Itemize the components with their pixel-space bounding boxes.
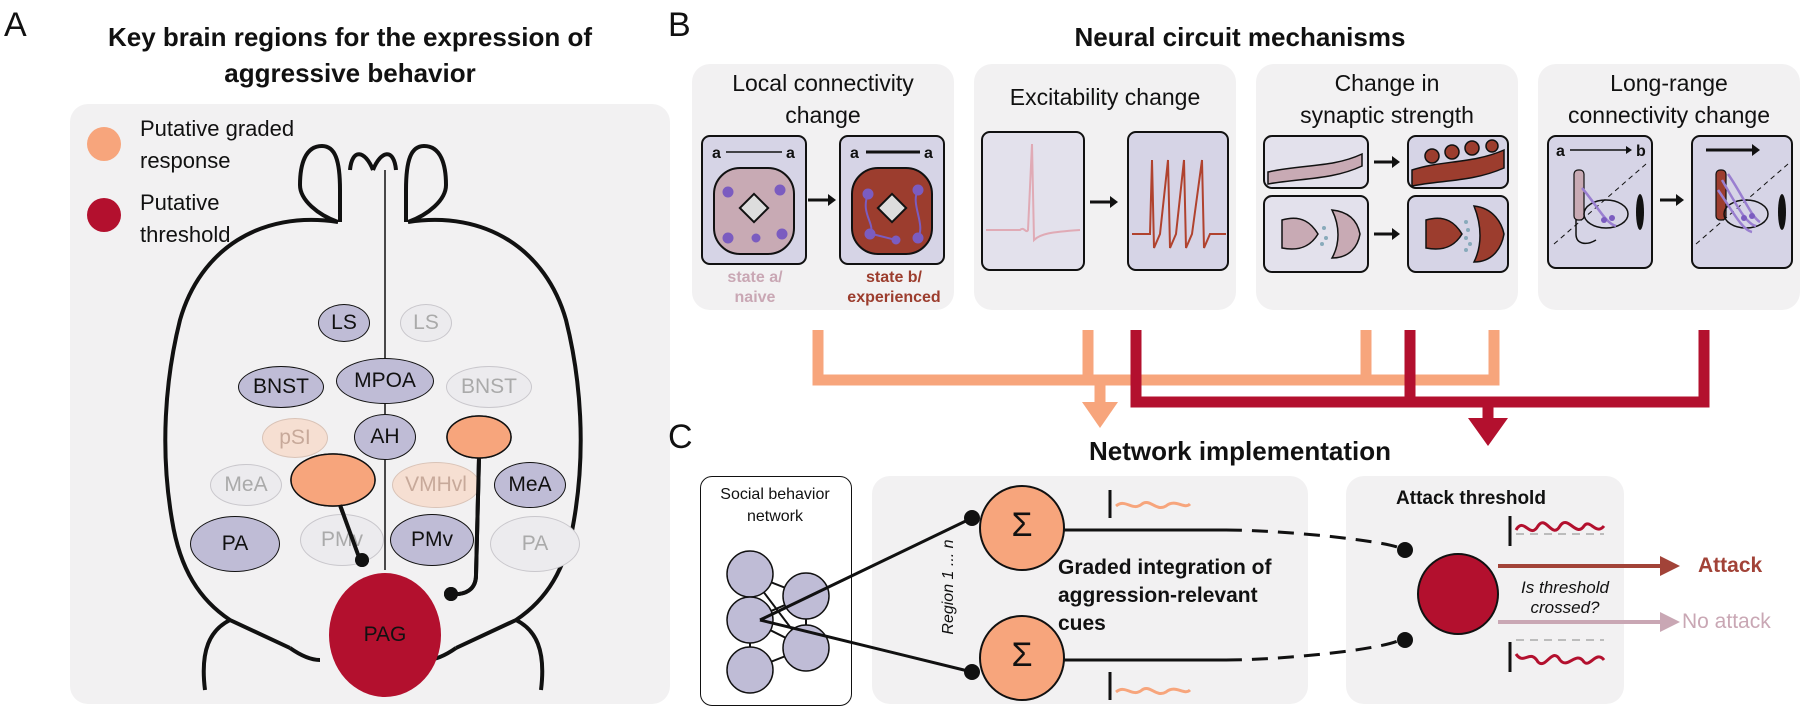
network-node xyxy=(726,596,774,644)
spinal-hooks xyxy=(201,618,545,691)
legend-swatches xyxy=(87,127,121,232)
box-longrange-title-1: Long-range xyxy=(1610,70,1728,96)
legend-threshold-label-2: threshold xyxy=(140,222,231,247)
svg-text:a: a xyxy=(786,145,795,162)
network-node xyxy=(726,550,774,598)
svg-text:a: a xyxy=(712,145,721,162)
region-pa-right: PA xyxy=(490,516,580,572)
state-a-label-2: naive xyxy=(734,289,776,306)
social-network-label-2: network xyxy=(746,508,804,525)
threshold-title: Attack threshold xyxy=(1396,488,1546,509)
pag-region xyxy=(329,573,441,697)
legend-threshold-label-1: Putative xyxy=(140,190,220,215)
panel-c-title: Network implementation xyxy=(1089,436,1391,466)
region-ls-right: LS xyxy=(400,304,452,342)
long-range-illustration: a b xyxy=(1547,135,1793,269)
region-bnst-left: BNST xyxy=(238,366,324,408)
local-connectivity-illustration: a a a a xyxy=(701,135,945,265)
state-b-label-1: state b/ xyxy=(865,269,922,286)
bulb-divider xyxy=(348,152,398,171)
graded-vmh-top xyxy=(290,453,376,507)
box-longrange-title-2: connectivity change xyxy=(1567,102,1770,128)
no-attack-label: No attack xyxy=(1682,610,1771,633)
panel-a-title-line2: aggressive behavior xyxy=(224,58,476,88)
region-mpoa: MPOA xyxy=(336,358,434,404)
box-local-title-2: change xyxy=(785,102,861,128)
threshold-bracket xyxy=(1130,330,1710,408)
panel-a-title-line1: Key brain regions for the expression of xyxy=(108,22,592,52)
region-ls-left: LS xyxy=(318,304,370,342)
graded-text-3: cues xyxy=(1058,612,1106,635)
threshold-question-1: Is threshold xyxy=(1521,578,1609,597)
svg-text:a: a xyxy=(924,145,933,162)
box-synaptic-title-1: Change in xyxy=(1334,70,1440,96)
svg-text:a: a xyxy=(1556,143,1565,160)
graded-text-2: aggression-relevant xyxy=(1058,584,1258,607)
network-node xyxy=(782,572,830,620)
region-ah: AH xyxy=(354,414,416,460)
region-mea-left: MeA xyxy=(210,464,282,506)
attack-label: Attack xyxy=(1698,554,1763,577)
panel-a-letter: A xyxy=(4,6,27,44)
box-synaptic-title-2: synaptic strength xyxy=(1300,102,1474,128)
network-node xyxy=(726,646,774,694)
excitability-illustration xyxy=(981,131,1229,271)
svg-text:b: b xyxy=(1636,143,1646,160)
threshold-question-2: crossed? xyxy=(1530,598,1600,617)
region-mea-right: MeA xyxy=(494,462,566,508)
brain-outline xyxy=(163,217,583,650)
legend-graded-label-1: Putative graded xyxy=(140,116,295,141)
box-excitability-title: Excitability change xyxy=(1009,84,1201,110)
social-network-label-1: Social behavior xyxy=(720,486,830,503)
region-label: Region 1 ... n xyxy=(940,539,957,635)
sigma-symbol-bottom: Σ xyxy=(1011,636,1033,674)
region-vmhvl: VMHvl xyxy=(392,462,480,508)
state-a-label-1: state a/ xyxy=(727,269,783,286)
legend-graded-swatch xyxy=(87,127,121,161)
region-pa-left: PA xyxy=(190,516,280,572)
box-local-title-1: Local connectivity xyxy=(732,70,914,96)
graded-bracket xyxy=(812,330,1500,386)
network-node xyxy=(782,624,830,672)
state-b-label-2: experienced xyxy=(847,289,941,306)
panel-b-title: Neural circuit mechanisms xyxy=(1074,22,1406,52)
panel-c-letter: C xyxy=(668,418,693,456)
graded-text-1: Graded integration of xyxy=(1058,556,1272,579)
sigma-symbol-top: Σ xyxy=(1011,506,1033,544)
threshold-unit xyxy=(1417,553,1499,635)
olfactory-bulbs-outline xyxy=(297,143,449,224)
region-bnst-right: BNST xyxy=(446,366,532,408)
threshold-arrowhead xyxy=(1468,418,1508,446)
region-pmv-right: PMv xyxy=(390,514,474,566)
graded-overlay xyxy=(290,415,512,601)
panel-b-letter: B xyxy=(668,6,691,44)
region-pag-label: PAG xyxy=(363,623,407,646)
legend-graded-label-2: response xyxy=(140,148,231,173)
region-psi: pSI xyxy=(262,418,328,458)
sigma-unit-bottom xyxy=(979,615,1065,701)
graded-arrowhead xyxy=(1082,402,1118,428)
synaptic-strength-illustration xyxy=(1263,135,1509,273)
svg-text:a: a xyxy=(850,145,859,162)
legend-threshold-swatch xyxy=(87,198,121,232)
sigma-unit-top xyxy=(979,485,1065,571)
